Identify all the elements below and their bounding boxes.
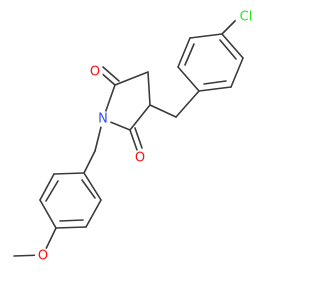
bond-ch-c-bottom — [129, 104, 151, 131]
bond-benzyl-ch2-aryl — [175, 90, 200, 118]
chlorophenyl-bond-5 — [177, 37, 191, 68]
methoxyphenyl-inner-bond-3 — [81, 179, 96, 199]
methoxyphenyl-bond-2 — [39, 173, 55, 201]
methoxyphenyl-bond-6 — [83, 172, 102, 201]
bond-c-top-ch2 — [114, 71, 149, 86]
methoxyphenyl-inner-bond-2 — [59, 219, 84, 222]
chlorophenyl-bond-1 — [198, 86, 232, 92]
chlorophenyl-bond-2 — [230, 57, 244, 88]
double-bond-c-top-o-b — [102, 66, 120, 82]
bond-ch-benzyl-ch2 — [149, 104, 177, 118]
methoxyphenyl-bond-1 — [53, 172, 85, 175]
atom-label-layer: O O N Cl O — [35, 6, 257, 264]
methoxyphenyl-bond-3 — [39, 199, 57, 229]
double-bond-c-bottom-o-a — [129, 129, 138, 151]
bond-ch2-ch — [147, 71, 151, 106]
bond-n-benzyl-ch2-aryl — [83, 150, 96, 174]
chlorophenyl-inner-bond-1 — [203, 80, 227, 85]
methoxyphenyl-bond-4 — [55, 226, 87, 229]
chlorophenyl-bond-4 — [189, 33, 223, 39]
chlorophenyl-bond-6 — [177, 66, 200, 92]
chlorophenyl-inner-bond-2 — [219, 39, 237, 60]
atom-background — [132, 150, 148, 166]
methoxyphenyl-bond-5 — [85, 199, 102, 228]
atom-label-nitrogen: N — [98, 112, 108, 127]
bond-layer — [13, 19, 244, 257]
chlorophenyl-inner-bond-3 — [184, 43, 195, 66]
chlorophenyl-bond-3 — [221, 33, 244, 59]
double-bond-c-bottom-o-b — [134, 127, 143, 149]
atom-background — [235, 6, 257, 28]
atom-label-chlorine: Cl — [240, 10, 253, 25]
atom-background — [87, 64, 103, 80]
methoxyphenyl-inner-bond-1 — [45, 180, 59, 202]
molecule-structure-diagram: O O N Cl O — [13, 6, 257, 264]
atom-label-oxygen-top: O — [90, 65, 100, 80]
atom-background — [35, 248, 51, 264]
atom-label-oxygen-bottom: O — [135, 151, 145, 166]
atom-label-methoxy-oxygen: O — [38, 249, 48, 264]
atom-background — [95, 111, 111, 127]
bond-aryl-cl — [221, 19, 237, 35]
